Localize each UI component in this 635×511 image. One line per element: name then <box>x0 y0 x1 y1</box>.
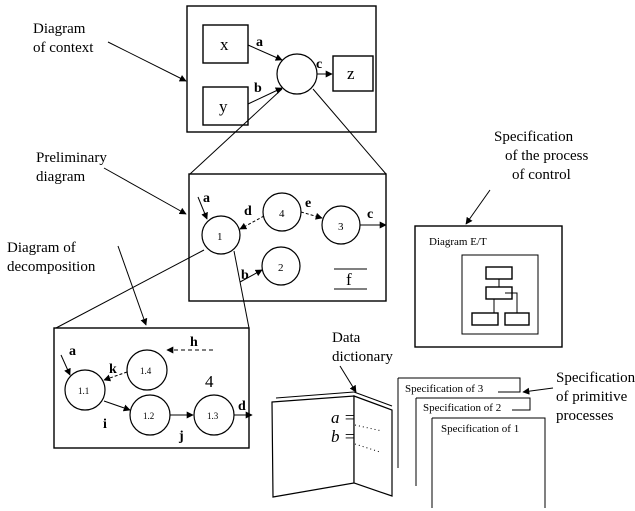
process-1-4 <box>126 349 168 391</box>
process-2 <box>261 246 301 286</box>
prelim-flow-b-arrow <box>239 269 263 283</box>
process-1 <box>201 215 241 255</box>
entity-y-label: y <box>219 97 228 116</box>
process-1-2-label: 1.2 <box>143 411 154 421</box>
prelim-flow-d-arrow <box>239 215 265 230</box>
context-flow-a-label: a <box>256 35 263 50</box>
process-1-3-label: 1.3 <box>207 411 219 421</box>
spec-page-1-title: Specification of 1 <box>441 423 519 435</box>
process-1-1 <box>64 369 106 411</box>
spec-page-3-title: Specification of 3 <box>405 383 484 395</box>
entity-z <box>332 55 374 92</box>
prelim-flow-a-arrow <box>197 196 208 220</box>
context-process <box>276 53 318 95</box>
spec-page-1-outline <box>431 417 546 508</box>
flow-b-arrow <box>247 87 283 105</box>
spec-page-3-outline <box>397 377 521 468</box>
context-flow-c-label: c <box>316 57 322 72</box>
dictionary-caption-line2: dictionary <box>332 349 393 365</box>
et-state-top <box>485 266 513 280</box>
decomp-caption-line2: decomposition <box>7 259 96 275</box>
spec-prim-caption-line2: of primitive <box>556 389 628 405</box>
context-caption-line1: Diagram <box>33 21 86 37</box>
prelim-caption-line2: diagram <box>36 169 85 185</box>
spec-page-2-title: Specification of 2 <box>423 402 501 414</box>
expansion-line-left <box>189 88 283 175</box>
context-caption-line2: of context <box>33 40 94 56</box>
prelim-flow-a-label: a <box>203 191 210 206</box>
decomp-flow-d-label: d <box>238 399 246 414</box>
process-1-4-label: 1.4 <box>140 366 152 376</box>
entity-z-label: z <box>347 64 355 83</box>
spec-page-2-outline <box>415 397 531 486</box>
decomp-pointer-arrow <box>117 245 148 326</box>
dictionary-dots-a <box>354 424 383 432</box>
context-pointer-arrow <box>107 41 187 82</box>
decomp-expansion-right <box>233 250 250 329</box>
process-4-label: 4 <box>279 208 285 220</box>
spec-prim-caption-line3: processes <box>556 408 614 424</box>
et-diagram-outline <box>461 254 539 335</box>
et-state-left <box>471 312 499 326</box>
expansion-line-right <box>312 88 387 175</box>
dictionary-pointer-arrow <box>339 365 357 393</box>
decomp-flow-j-label: j <box>178 429 184 444</box>
spec-prim-pointer-arrow <box>522 387 554 395</box>
decomp-flow-k-label: k <box>109 362 117 377</box>
prelim-flow-e-label: e <box>305 196 311 211</box>
entity-y <box>202 86 249 126</box>
process-1-1-label: 1.1 <box>78 386 89 396</box>
flow-a-arrow <box>247 44 283 61</box>
prelim-flow-c-label: c <box>367 207 373 222</box>
dictionary-dots-b <box>354 443 381 453</box>
spec-control-pointer-arrow <box>465 189 491 225</box>
decomp-label-4: 4 <box>205 372 214 391</box>
control-spec-title: Diagram E/T <box>429 236 487 248</box>
spec-control-caption-line1: Specification <box>494 129 574 145</box>
entity-x-label: x <box>220 35 229 54</box>
et-link-mid-right <box>505 292 518 313</box>
process-3-label: 3 <box>338 221 344 233</box>
decomp-caption-line1: Diagram of <box>7 240 76 256</box>
decomp-flow-i-arrow <box>103 400 131 412</box>
decomp-flow-a-arrow <box>60 354 71 376</box>
decomp-expansion-left <box>55 249 205 329</box>
dictionary-line-a: a = <box>331 408 355 427</box>
prelim-flow-e-arrow <box>300 211 323 220</box>
prelim-flow-b-label: b <box>241 268 249 283</box>
prelim-caption-line1: Preliminary <box>36 150 107 166</box>
store-f-label: f <box>346 270 352 289</box>
dictionary-caption-line1: Data <box>332 330 361 346</box>
prelim-flow-d-label: d <box>244 204 252 219</box>
process-2-label: 2 <box>278 262 284 274</box>
decomp-flow-i-label: i <box>103 417 107 432</box>
data-dictionary-book <box>271 391 393 498</box>
context-flow-b-label: b <box>254 81 262 96</box>
decomp-flow-k-arrow <box>103 371 128 382</box>
dictionary-line-b: b = <box>331 427 355 446</box>
prelim-pointer-arrow <box>103 167 187 215</box>
spec-prim-caption-line1: Specification <box>556 370 635 386</box>
spec-control-caption-line3: of control <box>512 167 571 183</box>
process-1-label: 1 <box>217 231 223 243</box>
decomp-flow-a-label: a <box>69 344 76 359</box>
decomp-flow-h-label: h <box>190 335 198 350</box>
et-state-right <box>504 312 530 326</box>
spec-control-caption-line2: of the process <box>505 148 588 164</box>
entity-x <box>202 24 249 64</box>
